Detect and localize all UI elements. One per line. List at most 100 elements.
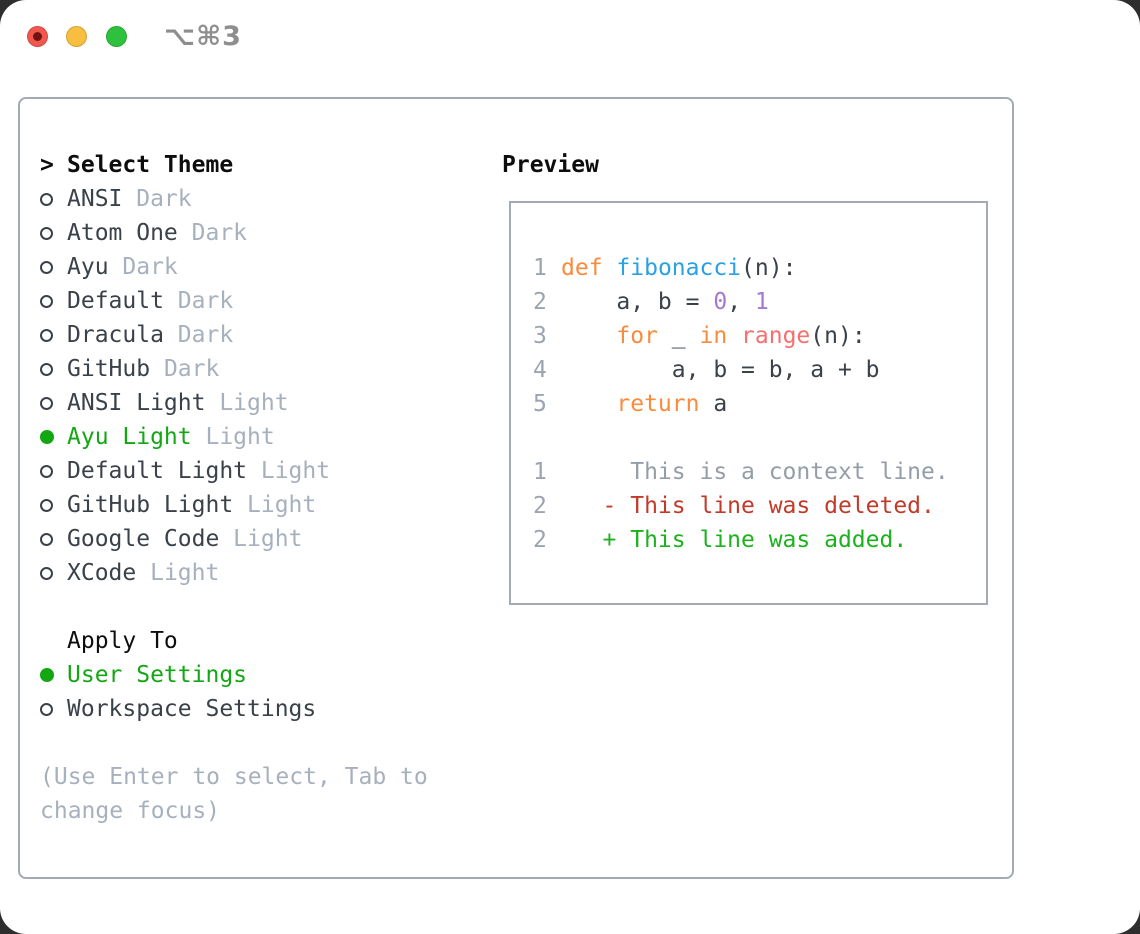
minimize-button-icon[interactable] bbox=[66, 26, 87, 47]
option-variant-label: Dark bbox=[163, 288, 234, 314]
option-variant-label: Light bbox=[136, 560, 220, 586]
maximize-button-icon[interactable] bbox=[106, 26, 127, 47]
code-token: (n): bbox=[810, 323, 866, 349]
close-button-icon[interactable] bbox=[27, 26, 48, 47]
radio-icon bbox=[40, 464, 53, 478]
code-token bbox=[727, 323, 741, 349]
theme-option-google-code[interactable]: Google Code Light bbox=[40, 522, 428, 556]
code-token: 0 bbox=[713, 289, 728, 315]
option-label: Dracula bbox=[67, 322, 164, 348]
option-label: Default bbox=[67, 288, 164, 314]
radio-icon bbox=[40, 396, 53, 410]
option-label: Ayu Light bbox=[67, 424, 192, 450]
apply-to-heading: Apply To bbox=[67, 628, 178, 654]
hint-text-line-1: (Use Enter to select, Tab to bbox=[40, 764, 428, 790]
option-variant-label: Dark bbox=[150, 356, 220, 382]
code-token: + This line was added. bbox=[561, 527, 908, 553]
code-token: This is a context line. bbox=[561, 459, 949, 485]
code-token: (n): bbox=[741, 255, 797, 281]
radio-icon bbox=[40, 260, 53, 274]
spacer-row bbox=[40, 590, 428, 624]
code-token: , bbox=[727, 289, 755, 315]
code-token bbox=[603, 255, 617, 281]
line-number: 2 bbox=[533, 493, 547, 519]
code-token: return bbox=[616, 391, 700, 417]
radio-icon bbox=[40, 294, 53, 308]
option-label: ANSI Light bbox=[67, 390, 206, 416]
code-line: 5 return a bbox=[533, 387, 986, 421]
code-token: fibonacci bbox=[616, 255, 742, 281]
option-variant-label: Dark bbox=[177, 220, 248, 246]
option-label: Default Light bbox=[67, 458, 248, 484]
apply-option-user-settings[interactable]: User Settings bbox=[40, 658, 428, 692]
code-line: 3 for _ in range(n): bbox=[533, 319, 986, 353]
menu-header: > Select Theme bbox=[40, 148, 428, 182]
theme-option-github-light[interactable]: GitHub Light Light bbox=[40, 488, 428, 522]
option-label: Workspace Settings bbox=[67, 696, 317, 722]
radio-icon bbox=[40, 532, 53, 546]
radio-icon bbox=[40, 192, 53, 206]
diff-added-line: 2 + This line was added. bbox=[533, 523, 986, 557]
line-number: 4 bbox=[533, 357, 547, 383]
diff-context-line: 1 This is a context line. bbox=[533, 455, 986, 489]
code-token: 1 bbox=[754, 289, 769, 315]
hint-text-line-2: change focus) bbox=[40, 798, 221, 824]
option-variant-label: Light bbox=[205, 390, 289, 416]
option-variant-label: Dark bbox=[108, 254, 178, 280]
apply-option-workspace-settings[interactable]: Workspace Settings bbox=[40, 692, 428, 726]
option-label: User Settings bbox=[67, 662, 248, 688]
code-token bbox=[561, 391, 616, 417]
theme-option-xcode[interactable]: XCode Light bbox=[40, 556, 428, 590]
theme-option-ansi[interactable]: ANSI Dark bbox=[40, 182, 428, 216]
theme-option-ayu-light[interactable]: Ayu Light Light bbox=[40, 420, 428, 454]
blank-line bbox=[533, 421, 986, 455]
line-number: 5 bbox=[533, 391, 547, 417]
code-token: _ bbox=[657, 323, 700, 349]
radio-icon bbox=[40, 362, 53, 376]
radio-icon bbox=[40, 328, 53, 342]
option-label: ANSI bbox=[67, 186, 123, 212]
theme-option-ayu[interactable]: Ayu Dark bbox=[40, 250, 428, 284]
code-line: 2 a, b = 0, 1 bbox=[533, 285, 986, 319]
line-number: 2 bbox=[533, 289, 547, 315]
cursor-icon: > bbox=[40, 152, 54, 178]
option-label: Atom One bbox=[67, 220, 178, 246]
option-variant-label: Dark bbox=[163, 322, 234, 348]
line-number: 1 bbox=[533, 255, 547, 281]
code-token bbox=[561, 323, 616, 349]
theme-option-atom-one[interactable]: Atom One Dark bbox=[40, 216, 428, 250]
theme-option-dracula[interactable]: Dracula Dark bbox=[40, 318, 428, 352]
option-label: Ayu bbox=[67, 254, 109, 280]
title-bar: ⌥⌘3 bbox=[0, 0, 1140, 74]
option-variant-label: Light bbox=[247, 458, 331, 484]
theme-option-ansi-light[interactable]: ANSI Light Light bbox=[40, 386, 428, 420]
option-label: GitHub Light bbox=[67, 492, 234, 518]
radio-selected-icon bbox=[40, 668, 54, 682]
code-token: a bbox=[699, 391, 728, 417]
window-shortcut-label: ⌥⌘3 bbox=[164, 21, 242, 52]
line-number: 3 bbox=[533, 323, 547, 349]
code-token: def bbox=[561, 255, 603, 281]
code-token: for bbox=[616, 323, 658, 349]
theme-option-default-light[interactable]: Default Light Light bbox=[40, 454, 428, 488]
code-line: 4 a, b = b, a + b bbox=[533, 353, 986, 387]
theme-option-github[interactable]: GitHub Dark bbox=[40, 352, 428, 386]
radio-icon bbox=[40, 226, 53, 240]
menu-title: Select Theme bbox=[67, 152, 234, 178]
line-number: 2 bbox=[533, 527, 547, 553]
theme-option-default[interactable]: Default Dark bbox=[40, 284, 428, 318]
line-number: 1 bbox=[533, 459, 547, 485]
spacer-row bbox=[40, 726, 428, 760]
diff-deleted-line: 2 - This line was deleted. bbox=[533, 489, 986, 523]
code-token: a, b = bbox=[561, 289, 714, 315]
code-line: 1 def fibonacci(n): bbox=[533, 251, 986, 285]
option-label: Google Code bbox=[67, 526, 220, 552]
radio-icon bbox=[40, 566, 53, 580]
code-token: in bbox=[699, 323, 728, 349]
